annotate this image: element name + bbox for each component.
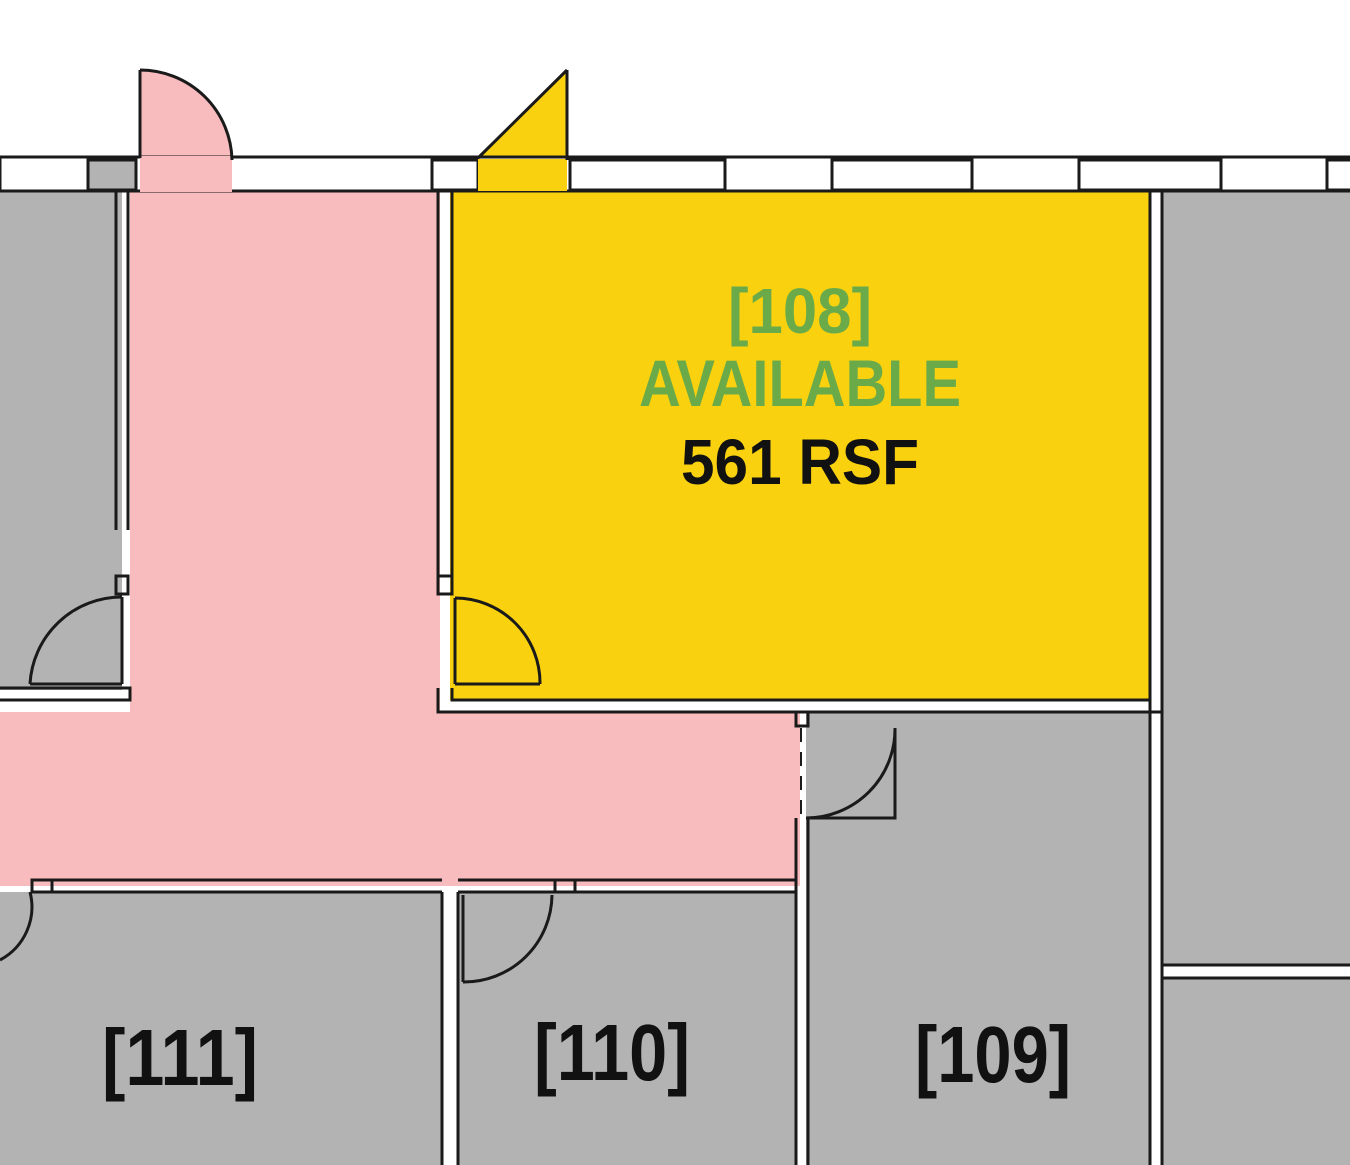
- door-left-office: [28, 595, 124, 686]
- window-1: [568, 158, 727, 192]
- wall-109-stub: [794, 712, 810, 728]
- door-110: [461, 894, 554, 984]
- wall-right-column: [1148, 712, 1164, 1165]
- room-right-upper: [1162, 190, 1350, 965]
- suite-108-number: [108]: [728, 275, 872, 347]
- room-left-partial: [0, 190, 122, 690]
- column-1: [86, 158, 138, 192]
- entrance-door-right: [476, 68, 569, 160]
- room-right-lower: [1162, 978, 1350, 1165]
- wall-suite-west: [436, 190, 454, 590]
- room-109-label: [109]: [915, 1010, 1071, 1099]
- interior-walls: [0, 68, 1350, 1165]
- window-3: [1077, 158, 1223, 192]
- entrance-gap-left: [140, 156, 232, 192]
- window-4: [1325, 158, 1350, 192]
- wall-suite-east: [1148, 190, 1164, 712]
- door-111: [0, 891, 34, 962]
- entrance-door-left: [138, 68, 234, 161]
- wall-post-111: [30, 878, 54, 894]
- window-2: [830, 158, 974, 192]
- suite-108-status: AVAILABLE: [639, 346, 961, 420]
- entrance-gap-right: [478, 159, 567, 191]
- wall-suite-south: [436, 688, 1162, 714]
- room-109-area: [806, 712, 1150, 1165]
- wall-suite-west-post: [436, 574, 454, 596]
- room-fills: [0, 70, 1350, 1165]
- wall-left-office: [114, 190, 130, 530]
- wall-corridor-south: [32, 878, 796, 894]
- wall-right-divider: [1162, 963, 1350, 980]
- wall-111-110: [440, 892, 460, 1165]
- suite-108-area-label: 561 RSF: [681, 426, 919, 498]
- exterior-wall: [0, 155, 1350, 193]
- room-110-label: [110]: [534, 1008, 690, 1097]
- room-110-area: [458, 892, 796, 1165]
- labels: [108] AVAILABLE 561 RSF [111] [110] [109…: [102, 275, 1071, 1102]
- wall-post-110: [553, 878, 577, 894]
- wall-left-office-post: [114, 574, 130, 596]
- wall-109-west: [794, 818, 810, 1165]
- room-111-label: [111]: [102, 1013, 258, 1102]
- suite-108-area: [450, 190, 1150, 700]
- column-2: [430, 158, 480, 192]
- wall-left-office-bottom: [0, 686, 132, 702]
- door-109: [805, 727, 897, 820]
- room-111-area: [0, 892, 442, 1165]
- door-suite-108: [453, 596, 542, 686]
